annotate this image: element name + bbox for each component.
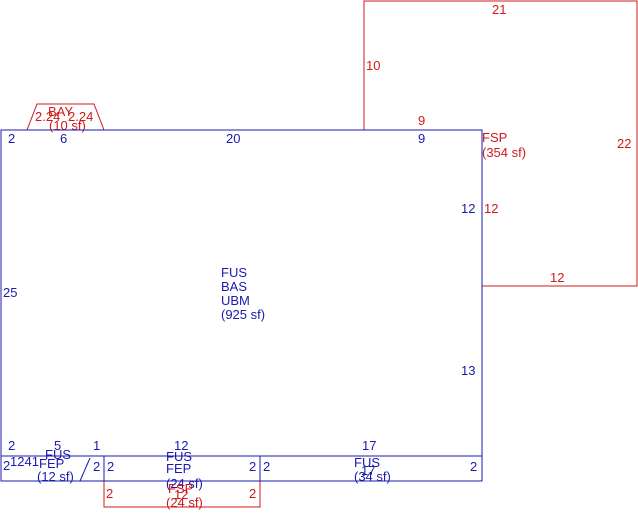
fspb-dim-left: 2: [106, 486, 113, 501]
bay-dim-left: 2.24: [35, 109, 60, 124]
main-outline: [0, 129, 483, 482]
fsp-dim-right: 22: [617, 136, 631, 151]
bay-code: BAY: [48, 104, 73, 119]
main-dim-step-right: 9: [418, 131, 425, 146]
main-code-ubm: UBM: [221, 293, 250, 308]
main-dim-left: 25: [3, 285, 17, 300]
bl-dim-top-right: 1: [93, 438, 100, 453]
main-dim-right-lower: 13: [461, 363, 475, 378]
bc-dim-top: 12: [174, 438, 188, 453]
main-dim-right-upper: 12: [461, 201, 475, 216]
br-code: FUS: [354, 455, 380, 470]
bc-dim-right: 2: [249, 459, 256, 474]
bay-outline: [26, 103, 105, 131]
bc-code-fep: FEP: [166, 461, 191, 476]
bl-dim-corner: 2: [8, 438, 15, 453]
fsp-code: FSP: [482, 130, 507, 145]
fsp-dim-bottom: 12: [550, 270, 564, 285]
main-dim-corner: 2: [8, 131, 15, 146]
bl-dim-left: 2: [3, 458, 10, 473]
br-area: (34 sf): [354, 469, 391, 484]
main-area: (925 sf): [221, 307, 265, 322]
main-code-fus: FUS: [221, 265, 247, 280]
fsp-outline: [363, 0, 638, 287]
main-dim-step-left: 6: [60, 131, 67, 146]
fspb-code: FSP: [168, 481, 193, 496]
bc-dim-left: 2: [107, 459, 114, 474]
fsp-bottom-outline: [103, 481, 261, 508]
main-code-bas: BAS: [221, 279, 247, 294]
bl-area: (12 sf): [37, 469, 74, 484]
fsp-dim-top: 21: [492, 2, 506, 17]
bl-code-fus: FUS: [45, 447, 71, 462]
br-dim-right: 2: [470, 459, 477, 474]
bay-dim-right: 2.24: [68, 109, 93, 124]
br-dim-left: 2: [263, 459, 270, 474]
fsp-area: (354 sf): [482, 145, 526, 160]
fsp-dim-step: 9: [418, 113, 425, 128]
br-dim-top: 17: [362, 438, 376, 453]
bl-code-fep: FEP: [39, 456, 64, 471]
fsp-dim-left: 10: [366, 58, 380, 73]
bl-dim-left-label: 1241: [10, 454, 39, 469]
fspb-dim-bottom: 12: [174, 487, 188, 502]
fspb-area: (24 sf): [166, 495, 203, 510]
bay-area: (10 sf): [49, 118, 86, 133]
br-dim-bottom: 17: [361, 463, 375, 478]
bl-dim-top: 5: [54, 438, 61, 453]
fspb-dim-right: 2: [249, 486, 256, 501]
main-dim-top: 20: [226, 131, 240, 146]
fsp-dim-inner: 12: [484, 201, 498, 216]
bl-dim-right: 2: [93, 459, 100, 474]
bc-area: (24 sf): [166, 476, 203, 491]
bc-code-fus: FUS: [166, 449, 192, 464]
